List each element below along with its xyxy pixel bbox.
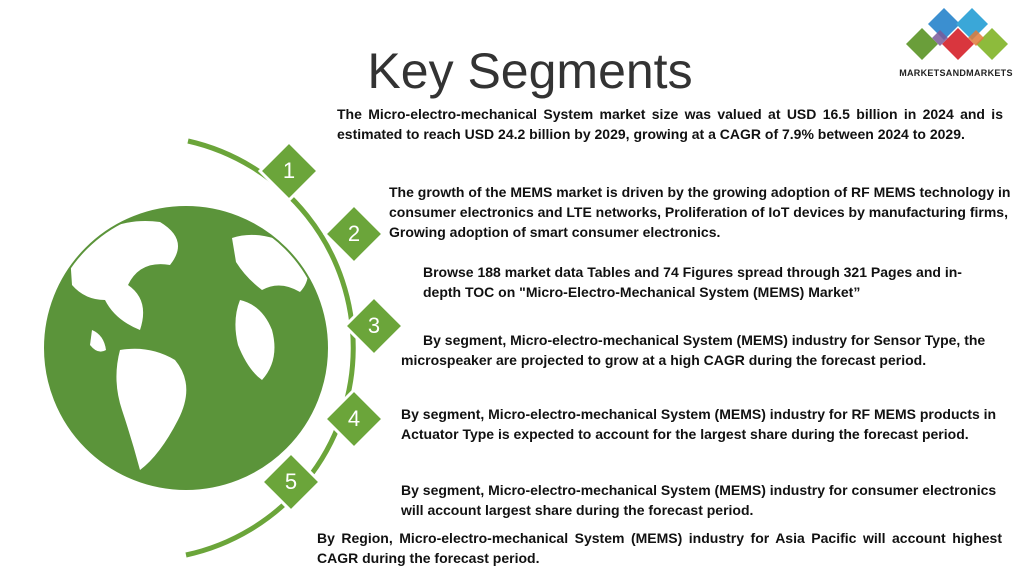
sensor-type-paragraph: By segment, Micro-electro-mechanical Sys… <box>401 332 986 368</box>
growth-drivers-paragraph: The growth of the MEMS market is driven … <box>389 184 1011 240</box>
globe-icon <box>44 206 328 490</box>
step-number-3: 3 <box>367 313 381 338</box>
consumer-electronics-paragraph: By segment, Micro-electro-mechanical Sys… <box>401 482 997 518</box>
step-marker-3-shape <box>342 294 406 358</box>
browse-report-paragraph: Browse 188 market data Tables and 74 Fig… <box>423 264 962 300</box>
market-size-paragraph: The Micro-electro-mechanical System mark… <box>337 106 1003 142</box>
page-title: Key Segments <box>367 43 693 99</box>
step-marker-2-shape <box>322 202 386 266</box>
step-marker-5-shape <box>259 450 323 514</box>
company-logo-text: MARKETSANDMARKETS <box>899 68 1013 78</box>
step-number-4: 4 <box>347 406 361 431</box>
step-number-2: 2 <box>347 221 361 246</box>
company-logo <box>906 8 1008 60</box>
step-number-5: 5 <box>284 469 298 494</box>
actuator-type-paragraph: By segment, Micro-electro-mechanical Sys… <box>401 406 997 442</box>
step-number-1: 1 <box>282 158 296 183</box>
step-marker-1-shape <box>257 139 321 203</box>
step-marker-4-shape <box>322 387 386 451</box>
region-paragraph: By Region, Micro-electro-mechanical Syst… <box>317 530 1002 566</box>
